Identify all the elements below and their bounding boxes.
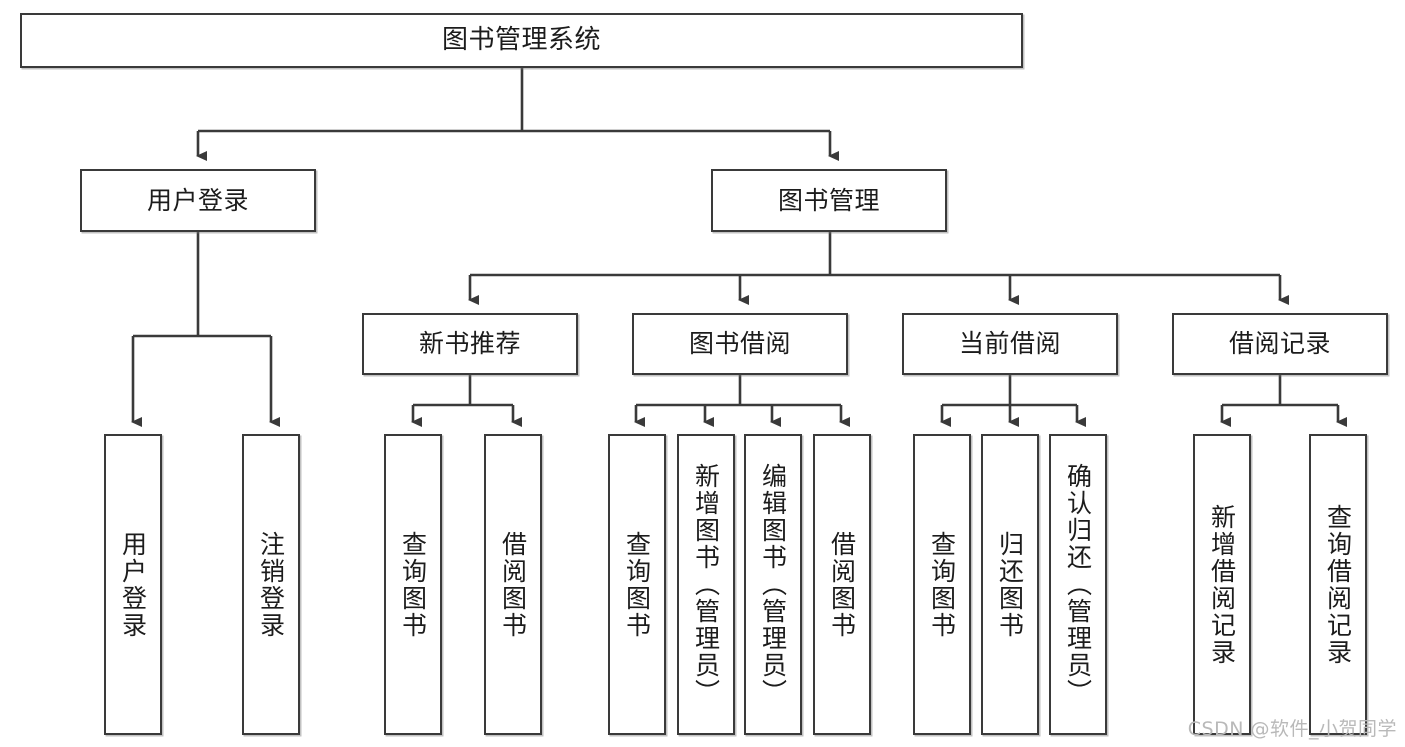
node-book-borrow[interactable]: 图书借阅 bbox=[632, 313, 848, 375]
node-user-login[interactable]: 用户登录 bbox=[80, 169, 316, 232]
leaf-add-book[interactable]: 新增图书（管理员） bbox=[677, 434, 735, 735]
leaf-logout-login-label: 注销登录 bbox=[256, 530, 286, 639]
node-user-login-label: 用户登录 bbox=[146, 185, 249, 215]
node-book-manage-label: 图书管理 bbox=[777, 185, 880, 215]
leaf-borrow-book-2-label: 借阅图书 bbox=[827, 530, 857, 639]
node-new-book-recommend[interactable]: 新书推荐 bbox=[362, 313, 578, 375]
node-root-label: 图书管理系统 bbox=[441, 24, 601, 55]
watermark: CSDN @软件_小贺同学 bbox=[1187, 718, 1397, 740]
leaf-add-record[interactable]: 新增借阅记录 bbox=[1193, 434, 1251, 735]
leaf-query-book-2-label: 查询图书 bbox=[622, 530, 652, 639]
leaf-borrow-book-1-label: 借阅图书 bbox=[498, 530, 528, 639]
leaf-query-record-label: 查询借阅记录 bbox=[1323, 503, 1353, 666]
leaf-logout-login[interactable]: 注销登录 bbox=[242, 434, 300, 735]
node-borrow-record-label: 借阅记录 bbox=[1228, 329, 1331, 358]
leaf-borrow-book-1[interactable]: 借阅图书 bbox=[484, 434, 542, 735]
leaf-borrow-book-2[interactable]: 借阅图书 bbox=[813, 434, 871, 735]
node-root[interactable]: 图书管理系统 bbox=[20, 13, 1023, 68]
leaf-query-record[interactable]: 查询借阅记录 bbox=[1309, 434, 1367, 735]
leaf-add-book-label: 新增图书（管理员） bbox=[691, 463, 721, 706]
leaf-add-record-label: 新增借阅记录 bbox=[1207, 503, 1237, 666]
node-book-borrow-label: 图书借阅 bbox=[688, 329, 791, 358]
leaf-query-book-3-label: 查询图书 bbox=[927, 530, 957, 639]
leaf-edit-book-label: 编辑图书（管理员） bbox=[758, 463, 788, 706]
leaf-return-book[interactable]: 归还图书 bbox=[981, 434, 1039, 735]
leaf-confirm-return-label: 确认归还（管理员） bbox=[1063, 463, 1093, 706]
node-book-manage[interactable]: 图书管理 bbox=[711, 169, 947, 232]
leaf-edit-book[interactable]: 编辑图书（管理员） bbox=[744, 434, 802, 735]
node-current-borrow-label: 当前借阅 bbox=[958, 329, 1061, 358]
leaf-user-login[interactable]: 用户登录 bbox=[104, 434, 162, 735]
node-new-book-recommend-label: 新书推荐 bbox=[418, 329, 521, 358]
leaf-return-book-label: 归还图书 bbox=[995, 530, 1025, 639]
node-borrow-record[interactable]: 借阅记录 bbox=[1172, 313, 1388, 375]
leaf-query-book-1[interactable]: 查询图书 bbox=[384, 434, 442, 735]
leaf-query-book-3[interactable]: 查询图书 bbox=[913, 434, 971, 735]
node-current-borrow[interactable]: 当前借阅 bbox=[902, 313, 1118, 375]
leaf-query-book-1-label: 查询图书 bbox=[398, 530, 428, 639]
leaf-query-book-2[interactable]: 查询图书 bbox=[608, 434, 666, 735]
leaf-confirm-return[interactable]: 确认归还（管理员） bbox=[1049, 434, 1107, 735]
leaf-user-login-label: 用户登录 bbox=[118, 530, 148, 639]
